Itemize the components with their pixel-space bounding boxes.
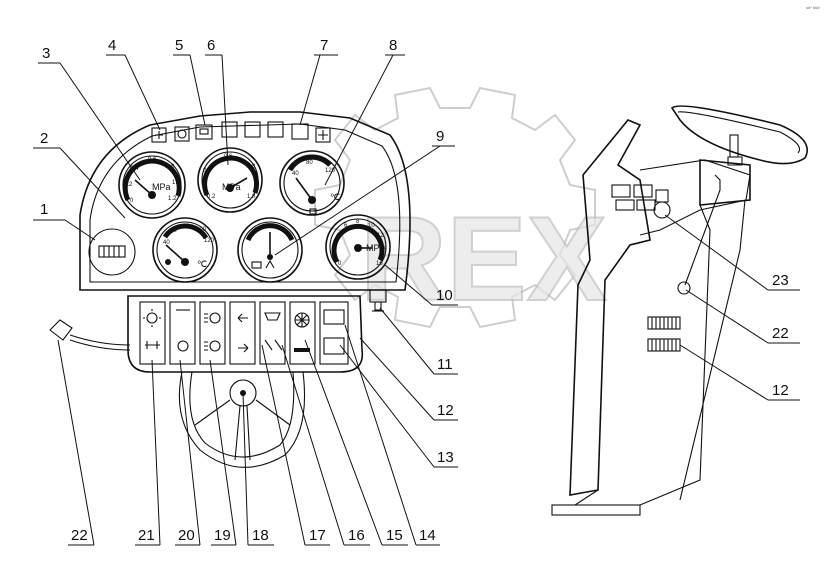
- gauge-2-tick: 80: [183, 224, 190, 230]
- gauge-3-tick: 0.8: [166, 164, 175, 170]
- gauge-2-tick: 60: [170, 228, 177, 234]
- gauge-3-tick: 0.4: [130, 166, 139, 172]
- gauge-2-unit: ℃: [197, 259, 207, 269]
- gauge-10-tick: 14: [380, 246, 387, 252]
- instrument-cluster-housing: [79, 111, 411, 291]
- pressure-gauge-10: MPa 0 2 4 6 8 10 12 14 16: [325, 214, 391, 280]
- gauge-6-tick: 0.6: [224, 154, 233, 160]
- gauge-6-tick: 0.4: [203, 168, 212, 174]
- gauge-3-tick: 1.2: [168, 196, 177, 202]
- gauge-6-tick: 1.0: [247, 194, 256, 200]
- pressure-gauge-3: MPa 0 0.2 0.4 0.6 0.8 1.0 1.2: [118, 151, 186, 219]
- callout-1: 1: [40, 201, 48, 218]
- ammeter-gauge-9: [237, 217, 303, 283]
- gauge-10-tick: 10: [368, 223, 375, 229]
- gauge-10-tick: 6: [344, 223, 348, 229]
- pressure-gauge-6: MPa 0.2 0.4 0.6 0.8 1.0: [197, 147, 263, 213]
- gauge-6-unit: MPa: [222, 182, 241, 192]
- gauge-3-tick: 0.2: [124, 182, 133, 188]
- callout-4: 4: [108, 37, 116, 54]
- gauge-3-tick: 0: [130, 198, 134, 204]
- callout-8: 8: [389, 37, 397, 54]
- callout-22: 22: [71, 527, 88, 544]
- lever-stalk-left: [49, 319, 131, 351]
- indicator-lamp-row: [151, 121, 331, 143]
- callout-10: 10: [436, 287, 453, 304]
- gauge-8-unit: ℃: [330, 192, 340, 202]
- gauge-6-tick: 0.2: [207, 194, 216, 200]
- gauge-10-tick: 12: [377, 233, 384, 239]
- callout-7: 7: [320, 37, 328, 54]
- gauge-3-unit: MPa: [152, 182, 171, 192]
- hour-meter: [88, 228, 136, 276]
- callout-labels: 1 2 3 4 5 6 7 8 9 10 11 12 13 14 15 16 1…: [40, 37, 789, 544]
- callout-15: 15: [386, 527, 403, 544]
- callout-21: 21: [138, 527, 155, 544]
- callout-16: 16: [348, 527, 365, 544]
- gauge-8-tick: 40: [292, 171, 299, 177]
- gauge-6-tick: 0.8: [247, 164, 256, 170]
- callout-3: 3: [42, 45, 50, 62]
- gauge-3-tick: 1.0: [172, 180, 181, 186]
- gauge-10-tick: 4: [336, 233, 340, 239]
- callout-12: 12: [772, 382, 789, 399]
- gauge-10-unit: MPa: [366, 243, 385, 253]
- gauge-2-tick: 40: [163, 240, 170, 246]
- gauge-10-tick: 8: [356, 219, 360, 225]
- gauge-10-tick: 16: [376, 261, 383, 267]
- callout-20: 20: [178, 527, 195, 544]
- temperature-gauge-2: ℃ 40 60 80 100 120: [152, 217, 218, 283]
- callout-22: 22: [772, 325, 789, 342]
- switch-panel: [127, 295, 364, 373]
- steering-wheel: [178, 371, 306, 468]
- gauge-8-tick: 80: [306, 160, 313, 166]
- watermark-text: REX: [360, 192, 607, 326]
- gauge-10-tick: 2: [333, 246, 337, 252]
- callout-19: 19: [214, 527, 231, 544]
- gauge-2-tick: 100: [196, 227, 207, 233]
- callout-23: 23: [772, 272, 789, 289]
- callout-17: 17: [309, 527, 326, 544]
- gear-watermark-icon: [314, 86, 596, 329]
- callout-9: 9: [436, 128, 444, 145]
- callout-13: 13: [437, 449, 454, 466]
- callout-5: 5: [175, 37, 183, 54]
- gauge-2-tick: 120: [204, 238, 215, 244]
- callout-6: 6: [207, 37, 215, 54]
- callout-2: 2: [40, 130, 48, 147]
- callout-18: 18: [252, 527, 269, 544]
- gauge-10-tick: 0: [338, 261, 342, 267]
- gauge-8-tick: 120: [325, 168, 336, 174]
- callout-12: 12: [437, 402, 454, 419]
- callout-14: 14: [419, 527, 436, 544]
- gauge-3-tick: 0.6: [148, 157, 157, 163]
- corner-mark: sd* ###: [806, 5, 820, 10]
- temperature-gauge-8: ℃ 40 80 120: [279, 150, 345, 216]
- callout-11: 11: [437, 356, 453, 373]
- console-side-view: [551, 105, 808, 516]
- leader-lines: [33, 54, 800, 546]
